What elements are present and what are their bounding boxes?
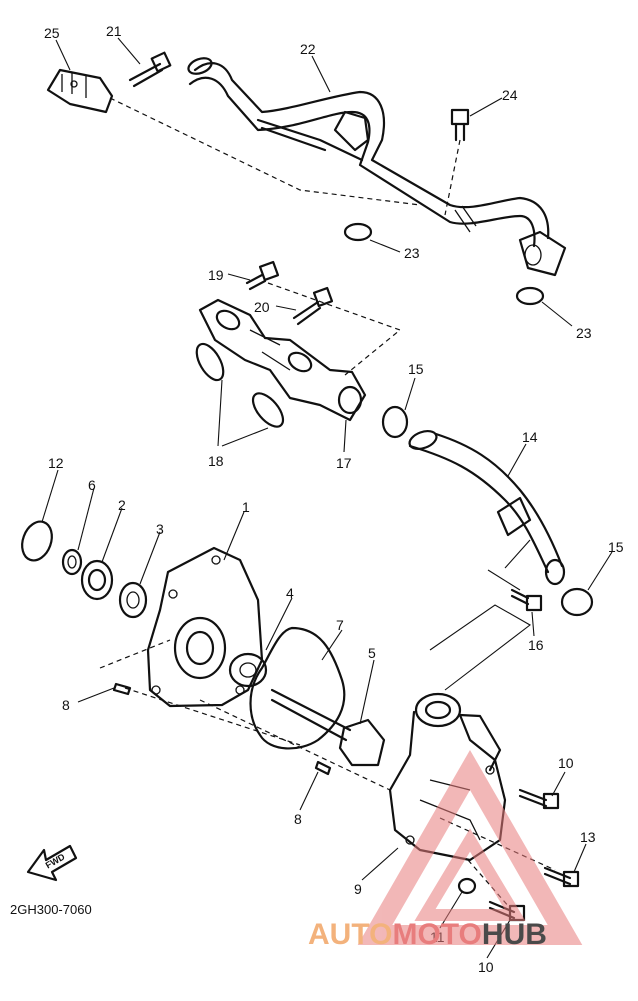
part-label-23a: 23 [404,245,420,261]
part-label-15a: 15 [408,361,424,377]
part-label-3: 3 [156,521,164,537]
thermostat-housing-17 [198,298,367,422]
part-label-15b: 15 [608,539,624,555]
part-label-20: 20 [254,299,270,315]
part-label-18: 18 [208,453,224,469]
bolt-21 [128,51,172,88]
part-label-9: 9 [354,881,362,897]
part-label-14: 14 [522,429,538,445]
part-label-12: 12 [48,455,64,471]
bolt-13 [543,866,580,888]
o-ring-18b [251,392,285,428]
gasket-7 [249,626,346,750]
fwd-arrow-icon: FWD [26,844,78,882]
part-labels: 25 21 22 24 23 23 19 20 15 18 17 14 12 6… [44,23,624,975]
watermark-hub: HUB [482,918,547,951]
bracket-25 [46,68,114,114]
part-label-10b: 10 [478,959,494,975]
part-label-4: 4 [286,585,294,601]
part-label-10a: 10 [558,755,574,771]
washer-11 [457,877,477,895]
watermark-auto: AUTO [308,918,392,951]
seal-6 [61,548,83,576]
o-ring-23b [515,286,545,306]
bearing-2 [80,559,114,601]
part-label-5: 5 [368,645,376,661]
o-ring-18a [195,342,225,382]
part-label-21: 21 [106,23,122,39]
seal-3 [118,581,148,619]
part-label-16: 16 [528,637,544,653]
part-label-7: 7 [336,617,344,633]
part-label-19: 19 [208,267,224,283]
part-label-1: 1 [242,499,250,515]
o-ring-15b [560,587,594,617]
pump-housing-cover-1 [146,546,264,708]
bolt-16 [510,588,543,612]
part-label-24: 24 [502,87,518,103]
part-label-6: 6 [88,477,96,493]
water-pipe-22 [187,57,567,277]
watermark-triangle-icon [357,749,583,945]
impeller-4 [228,652,268,688]
bolt-19 [245,260,280,291]
drawing-code: 2GH300-7060 [10,902,92,917]
part-label-13: 13 [580,829,596,845]
dowel-pin-8b [314,760,332,776]
watermark-text: AUTOMOTOHUB [308,918,547,951]
part-label-22: 22 [300,41,316,57]
bolt-10a [518,788,560,810]
part-label-8a: 8 [62,697,70,713]
water-pump-body-9 [388,692,507,862]
o-ring-15a [381,405,409,439]
part-label-17: 17 [336,455,352,471]
impeller-shaft-5 [270,688,386,767]
fwd-label: FWD [44,851,67,870]
o-ring-12 [21,520,53,562]
dowel-pin-8a [112,682,132,696]
o-ring-23a [343,222,373,242]
part-label-8b: 8 [294,811,302,827]
bolt-20 [292,286,334,326]
water-pipe-14 [408,429,566,586]
bolt-24 [450,108,470,142]
part-label-2: 2 [118,497,126,513]
part-label-25: 25 [44,25,60,41]
watermark-moto: MOTO [392,918,481,951]
part-label-23b: 23 [576,325,592,341]
